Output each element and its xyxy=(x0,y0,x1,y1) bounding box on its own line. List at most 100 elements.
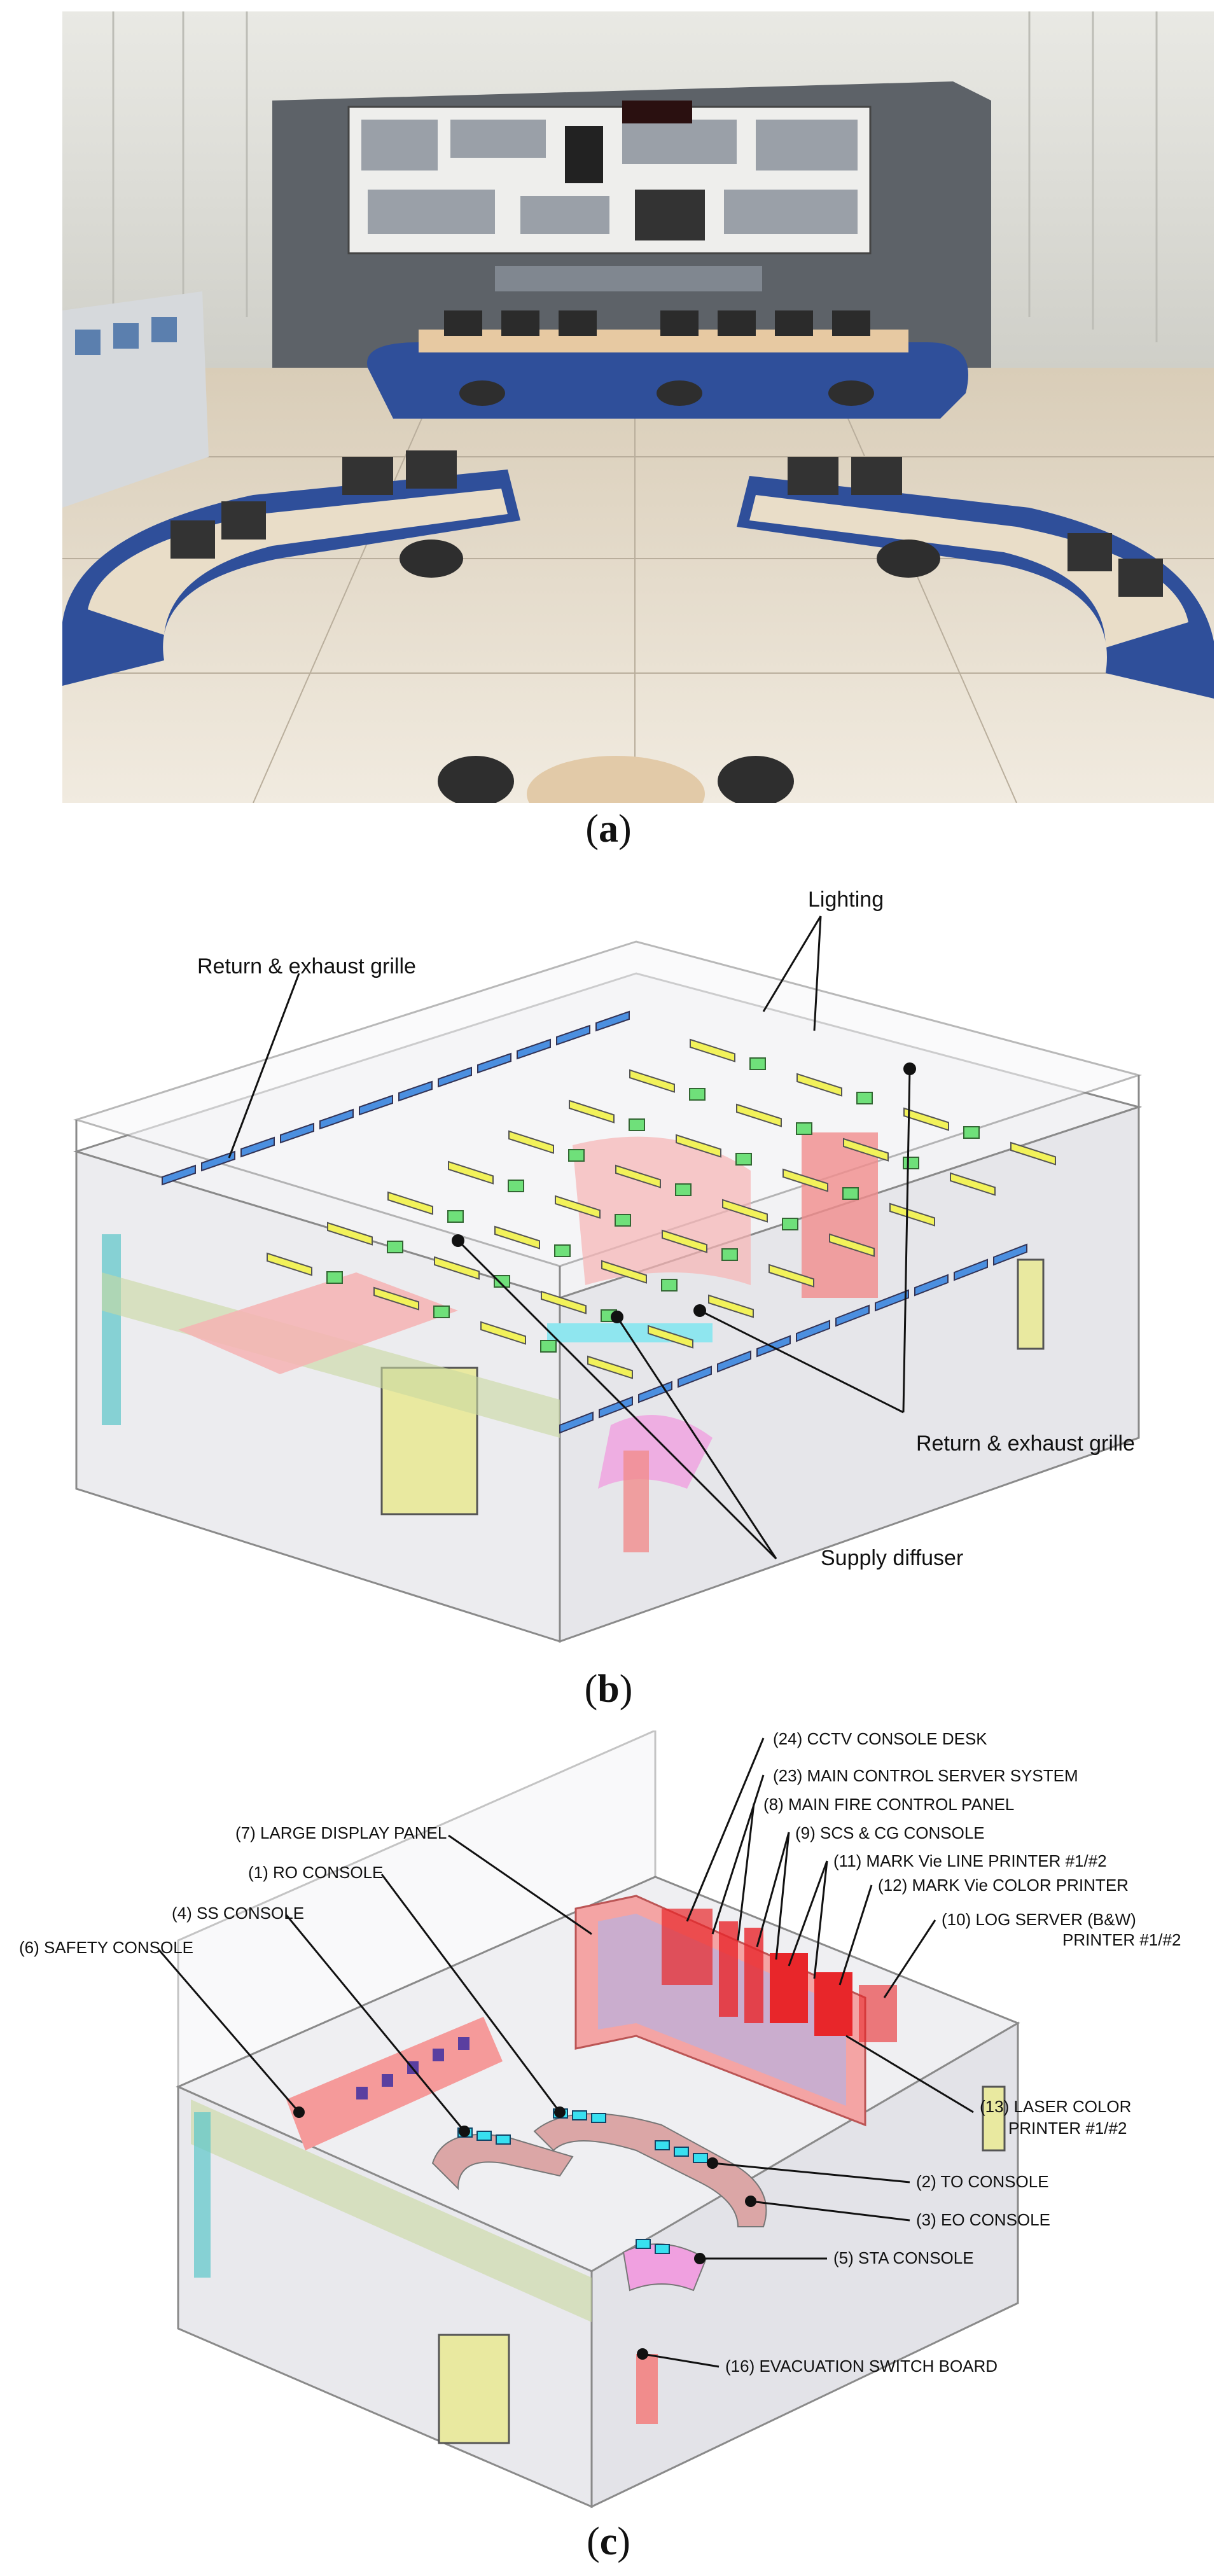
return-grille xyxy=(796,1319,830,1342)
supply-diffuser xyxy=(856,1092,873,1104)
supply-diffuser xyxy=(903,1157,919,1169)
supply-diffuser xyxy=(629,1118,645,1131)
light-fixture xyxy=(903,1107,949,1131)
return-grille xyxy=(954,1258,988,1281)
caption-b: (b) xyxy=(584,1667,633,1711)
leader-dots-c xyxy=(293,2106,756,2360)
supply-diffuser xyxy=(554,1244,571,1257)
label-return-grille-right: Return & exhaust grille xyxy=(916,1431,1135,1456)
return-grille xyxy=(559,1411,594,1434)
control-room-illustration xyxy=(62,11,1214,803)
ss-console xyxy=(431,2134,574,2190)
wall-panel xyxy=(102,1234,121,1425)
return-grille xyxy=(201,1150,235,1172)
return-grille xyxy=(756,1335,791,1358)
return-grille xyxy=(359,1094,393,1116)
light-fixture xyxy=(569,1099,615,1124)
supply-diffuser xyxy=(615,1214,631,1227)
light-fixture xyxy=(950,1172,996,1196)
light-fixture xyxy=(587,1355,633,1379)
switch-board xyxy=(623,1451,649,1552)
light-fixture xyxy=(1010,1141,1056,1166)
light-fixture xyxy=(796,1073,842,1097)
label-4-ss-console: (4) SS CONSOLE xyxy=(172,1904,304,1923)
light-fixture xyxy=(373,1286,419,1311)
leader-lines-c xyxy=(158,1737,974,2368)
return-grille xyxy=(717,1350,751,1373)
label-lighting: Lighting xyxy=(808,888,884,912)
return-grille xyxy=(398,1080,433,1102)
return-grille xyxy=(240,1136,275,1158)
light-fixture xyxy=(267,1252,312,1276)
hvac-layout-diagram: Lighting Return & exhaust grille Return … xyxy=(73,888,1143,1643)
supply-diffuser xyxy=(494,1275,510,1288)
light-fixture xyxy=(541,1290,587,1314)
return-grille xyxy=(319,1108,354,1130)
caption-a: (a) xyxy=(585,807,632,851)
label-16-evacuation-switch-board: (16) EVACUATION SWITCH BOARD xyxy=(725,2357,998,2376)
return-grille xyxy=(280,1122,314,1144)
return-grille xyxy=(835,1304,870,1327)
label-2-to-console: (2) TO CONSOLE xyxy=(916,2172,1049,2191)
door-c xyxy=(438,2334,510,2444)
evacuation-switch-board xyxy=(636,2354,658,2424)
light-fixture xyxy=(508,1130,554,1154)
label-3-eo-console: (3) EO CONSOLE xyxy=(916,2210,1050,2229)
light-fixture xyxy=(782,1168,828,1192)
return-grille xyxy=(477,1052,511,1074)
label-5-sta-console: (5) STA CONSOLE xyxy=(833,2248,974,2267)
control-room-photo xyxy=(62,11,1214,803)
light-fixture xyxy=(448,1160,494,1185)
leader-lines xyxy=(228,916,911,1560)
supply-diffuser xyxy=(326,1271,343,1284)
light-fixture xyxy=(662,1229,707,1253)
return-grille xyxy=(914,1274,949,1297)
light-fixture xyxy=(736,1103,782,1127)
label-1-ro-console: (1) RO CONSOLE xyxy=(248,1863,383,1882)
supply-diffuser xyxy=(387,1241,403,1253)
light-fixture xyxy=(768,1264,814,1288)
light-fixture xyxy=(387,1191,433,1215)
light-fixture xyxy=(690,1038,735,1062)
label-8-main-fire-control-panel: (8) MAIN FIRE CONTROL PANEL xyxy=(763,1795,1014,1814)
light-fixture xyxy=(434,1256,480,1280)
label-supply-diffuser: Supply diffuser xyxy=(821,1546,963,1570)
return-grille xyxy=(599,1396,633,1419)
label-11-mark-vie-line-printer: (11) MARK Vie LINE PRINTER #1/#2 xyxy=(833,1851,1107,1870)
light-fixture xyxy=(480,1321,526,1345)
light-fixture xyxy=(829,1233,875,1257)
supply-diffuser xyxy=(796,1122,812,1135)
supply-diffuser xyxy=(842,1187,859,1200)
supply-diffuser xyxy=(689,1088,706,1101)
room-enclosure xyxy=(73,940,1143,1643)
supply-diffuser xyxy=(433,1305,450,1318)
light-fixture xyxy=(722,1199,768,1223)
supply-diffuser xyxy=(675,1183,692,1196)
equipment-layout-diagram: (24) CCTV CONSOLE DESK (23) MAIN CONTROL… xyxy=(19,1730,1181,2509)
return-grille-row-back xyxy=(162,1010,630,1186)
supply-diffuser xyxy=(963,1126,980,1139)
light-fixture xyxy=(601,1260,647,1284)
label-9-scs-cg-console: (9) SCS & CG CONSOLE xyxy=(795,1823,985,1842)
label-7-large-display-panel: (7) LARGE DISPLAY PANEL xyxy=(235,1823,447,1842)
light-fixture xyxy=(889,1202,935,1227)
light-fixture xyxy=(615,1164,661,1188)
supply-diffuser xyxy=(782,1218,798,1230)
printer-cluster xyxy=(662,1909,897,2042)
caption-c: (c) xyxy=(587,2520,630,2563)
supply-diffuser xyxy=(568,1149,585,1162)
light-fixture xyxy=(648,1325,693,1349)
supply-diffuser xyxy=(508,1180,524,1192)
lighting-rows xyxy=(267,1038,1056,1379)
supply-diffuser xyxy=(447,1210,464,1223)
return-grille xyxy=(993,1243,1027,1266)
label-10-log-server: (10) LOG SERVER (B&W) xyxy=(942,1910,1136,1929)
return-grille xyxy=(875,1289,909,1312)
return-grille xyxy=(678,1365,712,1388)
leader-dots xyxy=(452,1062,916,1323)
light-fixture xyxy=(555,1195,601,1219)
supply-diffuser xyxy=(540,1340,557,1353)
label-23-main-control-server: (23) MAIN CONTROL SERVER SYSTEM xyxy=(773,1766,1078,1785)
supply-diffuser xyxy=(721,1248,738,1261)
duct-band-c xyxy=(191,2099,592,2322)
